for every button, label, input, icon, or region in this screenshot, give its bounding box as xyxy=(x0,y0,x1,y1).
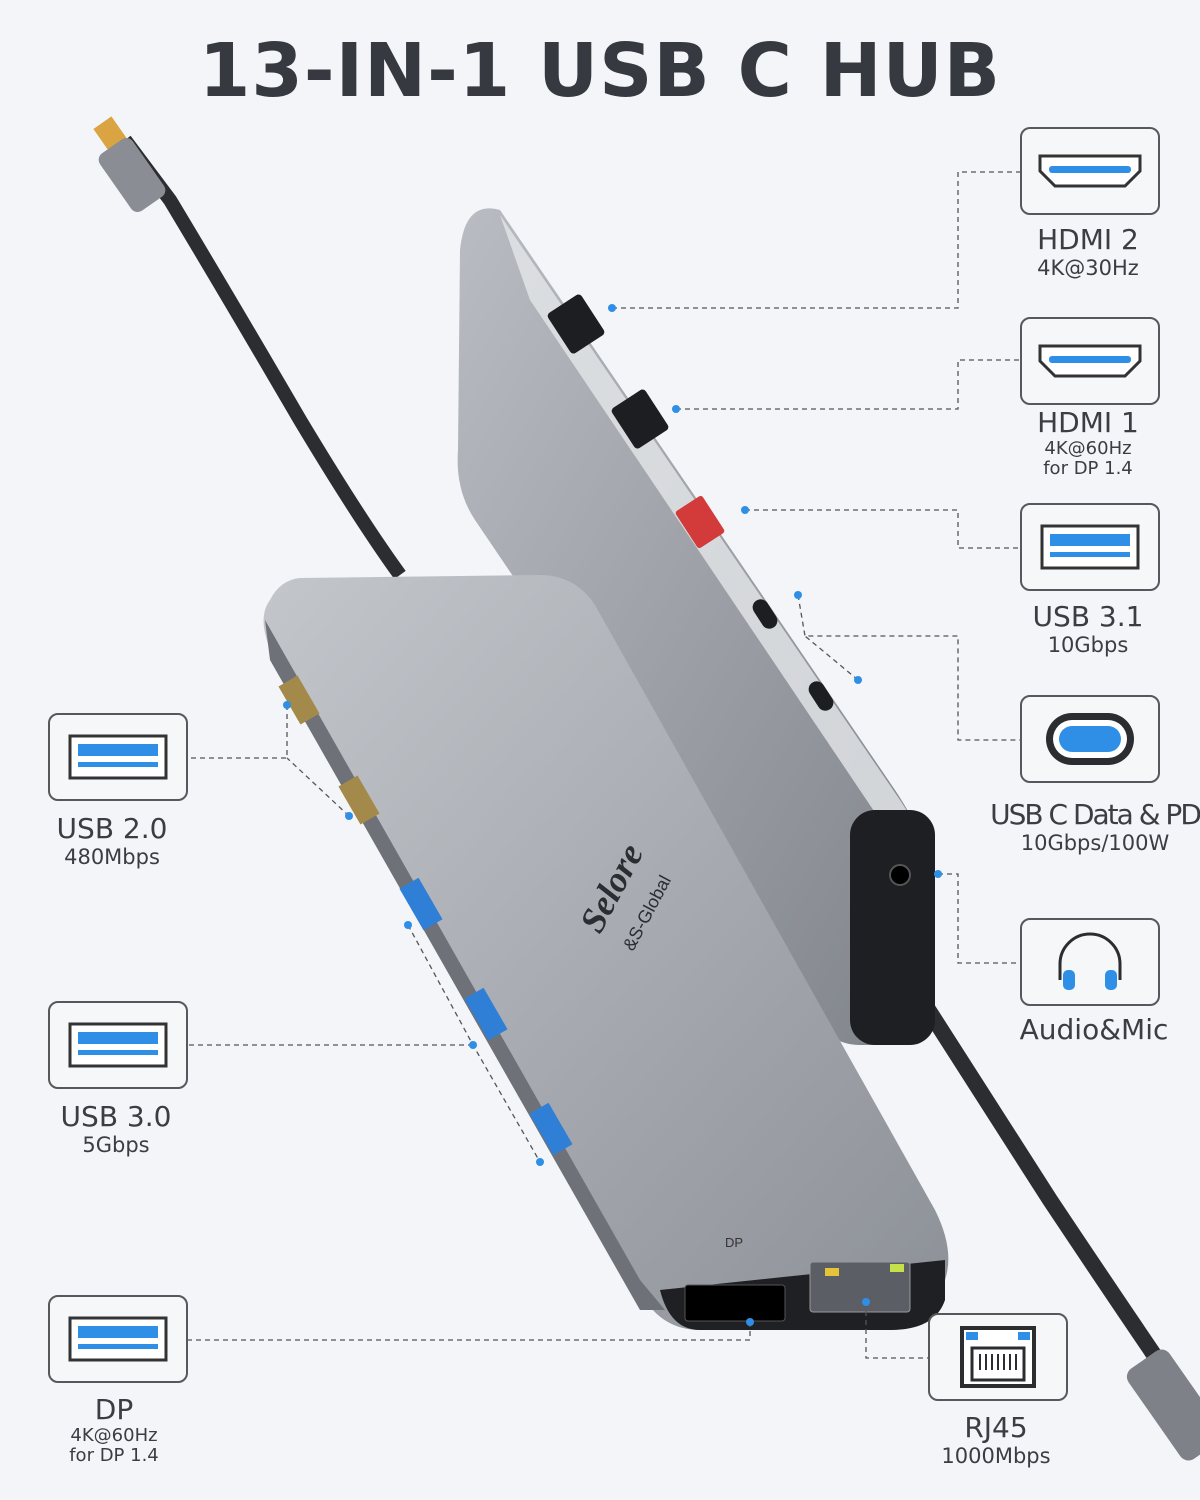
hdmi1-name: HDMI 1 xyxy=(1037,406,1139,439)
dp-spec2: for DP 1.4 xyxy=(69,1445,159,1466)
hdmi2-spec: 4K@30Hz xyxy=(1037,256,1139,280)
rj45-led-left xyxy=(825,1268,839,1276)
usb-a-port-icon xyxy=(68,1316,168,1362)
page-title: 13-IN-1 USB C HUB xyxy=(198,28,1002,114)
audio-jack xyxy=(889,864,911,886)
rj45-led-right xyxy=(890,1264,904,1272)
audio-label: Audio&Mic xyxy=(984,1014,1200,1046)
passthrough-plug-housing xyxy=(1126,1349,1200,1461)
audio-icon-box xyxy=(1020,918,1160,1006)
dp-name: DP xyxy=(94,1393,134,1426)
rj45-icon-box xyxy=(928,1313,1068,1401)
usb-a-port-icon xyxy=(68,1022,168,1068)
usbc-name: USB C Data & PD xyxy=(990,798,1200,831)
hdmi-port-icon xyxy=(1038,344,1142,378)
usb31-port xyxy=(675,495,725,549)
hub-back-unit xyxy=(457,208,935,1045)
usb-a-port-icon xyxy=(1040,524,1140,570)
usb30-spec: 5Gbps xyxy=(82,1133,150,1157)
hdmi1-spec: 4K@60Hz xyxy=(1044,438,1132,459)
headphones-icon xyxy=(1058,932,1122,990)
hdmi2-icon-box xyxy=(1020,127,1160,215)
usb-c-cable xyxy=(119,135,406,580)
hdmi1-spec2: for DP 1.4 xyxy=(1043,458,1133,479)
hdmi-port-icon xyxy=(1038,154,1142,188)
usb30-port-2 xyxy=(464,987,508,1041)
hdmi1-icon-box xyxy=(1020,317,1160,405)
usb-a-port-icon xyxy=(68,734,168,780)
back-unit-highlight xyxy=(500,215,930,880)
hdmi1-port xyxy=(611,389,669,449)
dp-icon-box xyxy=(48,1295,188,1383)
dp-port xyxy=(684,1284,786,1322)
usb20-port-2 xyxy=(338,775,380,825)
usb20-icon-box xyxy=(48,713,188,801)
usb31-icon-box xyxy=(1020,503,1160,591)
usb-c-port-icon xyxy=(1046,713,1134,765)
dp-spec: 4K@60Hz xyxy=(70,1425,158,1446)
usbc-port-2 xyxy=(808,681,834,711)
dp-engraving: DP xyxy=(725,1235,743,1250)
usb31-name: USB 3.1 xyxy=(1032,600,1144,633)
usb31-spec: 10Gbps xyxy=(1047,633,1129,657)
usb-c-plug-housing xyxy=(98,137,166,213)
rj45-name: RJ45 xyxy=(964,1411,1028,1444)
hdmi2-port xyxy=(547,294,605,354)
usb30-name: USB 3.0 xyxy=(60,1100,172,1133)
hub-front-unit xyxy=(263,575,949,1330)
leader-lines xyxy=(187,171,1020,1359)
audio-name: Audio&Mic xyxy=(1019,1013,1169,1046)
usb30-port-1 xyxy=(399,877,443,931)
ethernet-port-icon xyxy=(960,1326,1036,1388)
back-unit-end-cap xyxy=(850,810,935,1045)
rj45-spec: 1000Mbps xyxy=(941,1444,1051,1468)
leader-dots xyxy=(283,304,942,1326)
hdmi2-name: HDMI 2 xyxy=(1037,223,1139,256)
usbc-icon-box xyxy=(1020,695,1160,783)
usb20-spec: 480Mbps xyxy=(64,845,160,869)
usbc-port-1 xyxy=(752,599,778,629)
usb20-port-1 xyxy=(278,675,320,725)
usbc-spec: 10Gbps/100W xyxy=(1020,831,1170,855)
usb20-name: USB 2.0 xyxy=(56,812,168,845)
usb30-icon-box xyxy=(48,1001,188,1089)
usb30-port-3 xyxy=(529,1102,573,1156)
